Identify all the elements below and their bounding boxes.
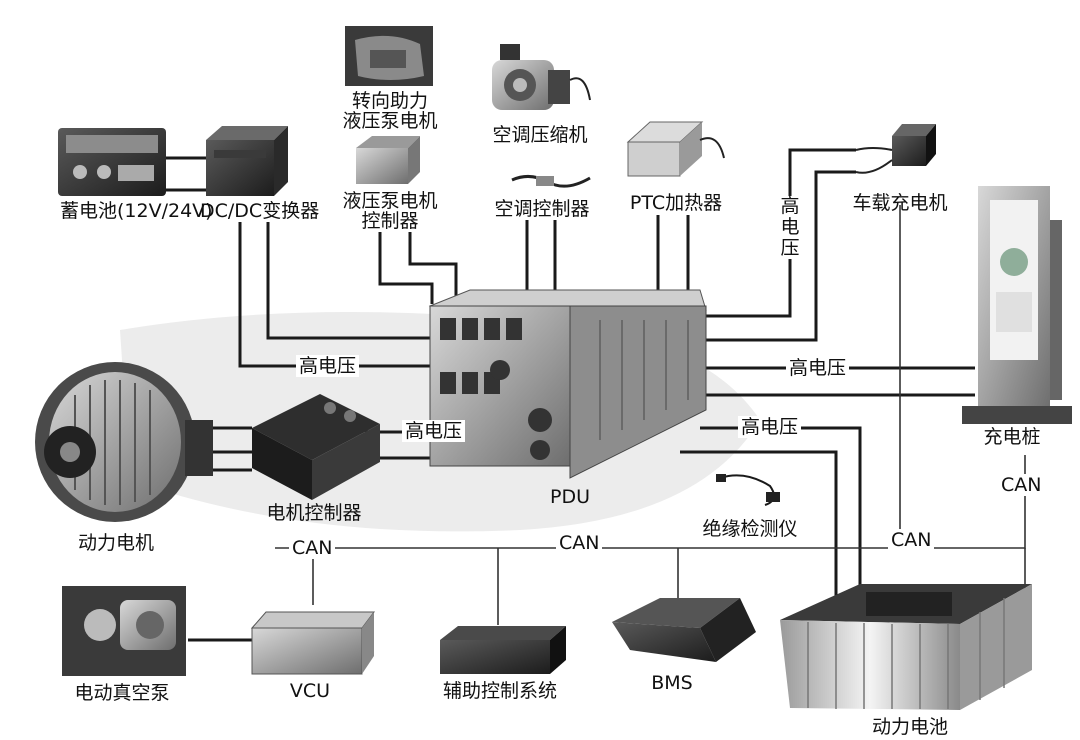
label-onboard-charger: 车载充电机 (852, 192, 948, 214)
traction-motor-device (35, 362, 213, 522)
label-pdu: PDU (550, 486, 590, 508)
ptc-device (626, 121, 725, 177)
label-dcdc: DC/DC变换器 (200, 200, 320, 222)
label-traction-motor: 动力电机 (77, 532, 155, 554)
vcu-device (250, 611, 375, 675)
wire-pumpctrl-pdu-b (408, 232, 458, 304)
onboard-charger-device (855, 124, 936, 174)
pump-controller-device (356, 136, 420, 184)
label-vacuum-pump: 电动真空泵 (74, 682, 170, 704)
label-can-right: CAN (888, 529, 935, 551)
power-battery-device (780, 584, 1032, 710)
wire-battery-dcdc (165, 156, 208, 192)
label-power-battery: 动力电池 (871, 716, 949, 738)
aux-control-device (440, 626, 566, 674)
bms-device (612, 598, 756, 662)
label-charging-pile: 充电桩 (983, 426, 1041, 448)
label-can-left: CAN (289, 537, 336, 559)
battery-12v-device (58, 128, 166, 196)
label-can-center: CAN (556, 532, 603, 554)
label-hv-right: 高电压 (786, 357, 850, 379)
label-pump-controller-line2: 控制器 (361, 210, 419, 232)
label-insulation-detector: 绝缘检测仪 (702, 518, 798, 540)
ac-controller-device (511, 175, 591, 188)
label-bms: BMS (651, 672, 693, 694)
label-hv-left: 高电压 (296, 355, 360, 377)
label-pump-controller-line1: 液压泵电机 (342, 190, 438, 212)
insulation-detector-device (716, 474, 780, 502)
label-motor-controller: 电机控制器 (266, 502, 362, 524)
label-hv-motor: 高电压 (402, 420, 466, 442)
wire-charger-pdu-b (706, 170, 856, 342)
motor-controller-device (252, 394, 380, 500)
label-ptc: PTC加热器 (629, 192, 723, 214)
wire-pumpctrl-pdu-a (378, 232, 434, 304)
label-can-pile: CAN (998, 474, 1045, 496)
label-steering-pump-line2: 液压泵电机 (342, 110, 438, 132)
label-hv-vertical: 高 电 压 (779, 195, 801, 259)
wire-pdu-battery-b (680, 450, 838, 600)
steering-pump-device (345, 26, 433, 86)
wire-insulation (719, 474, 775, 506)
vacuum-pump-device (62, 586, 186, 676)
label-hv-battery: 高电压 (738, 416, 802, 438)
wire-dcdc-pdu-a (238, 222, 430, 368)
label-vcu: VCU (289, 680, 331, 702)
wire-dcdc-pdu-b (266, 222, 430, 340)
dcdc-device (206, 126, 288, 196)
wire-motor-mc (210, 426, 252, 472)
label-steering-pump-line1: 转向助力 (351, 90, 429, 112)
label-ac-controller: 空调控制器 (494, 198, 590, 220)
label-aux-control: 辅助控制系统 (442, 680, 558, 702)
label-ac-compressor: 空调压缩机 (492, 124, 588, 146)
ac-compressor-device (492, 44, 591, 110)
charging-pile-device (962, 186, 1072, 424)
label-battery-12v: 蓄电池(12V/24V) (60, 200, 213, 222)
